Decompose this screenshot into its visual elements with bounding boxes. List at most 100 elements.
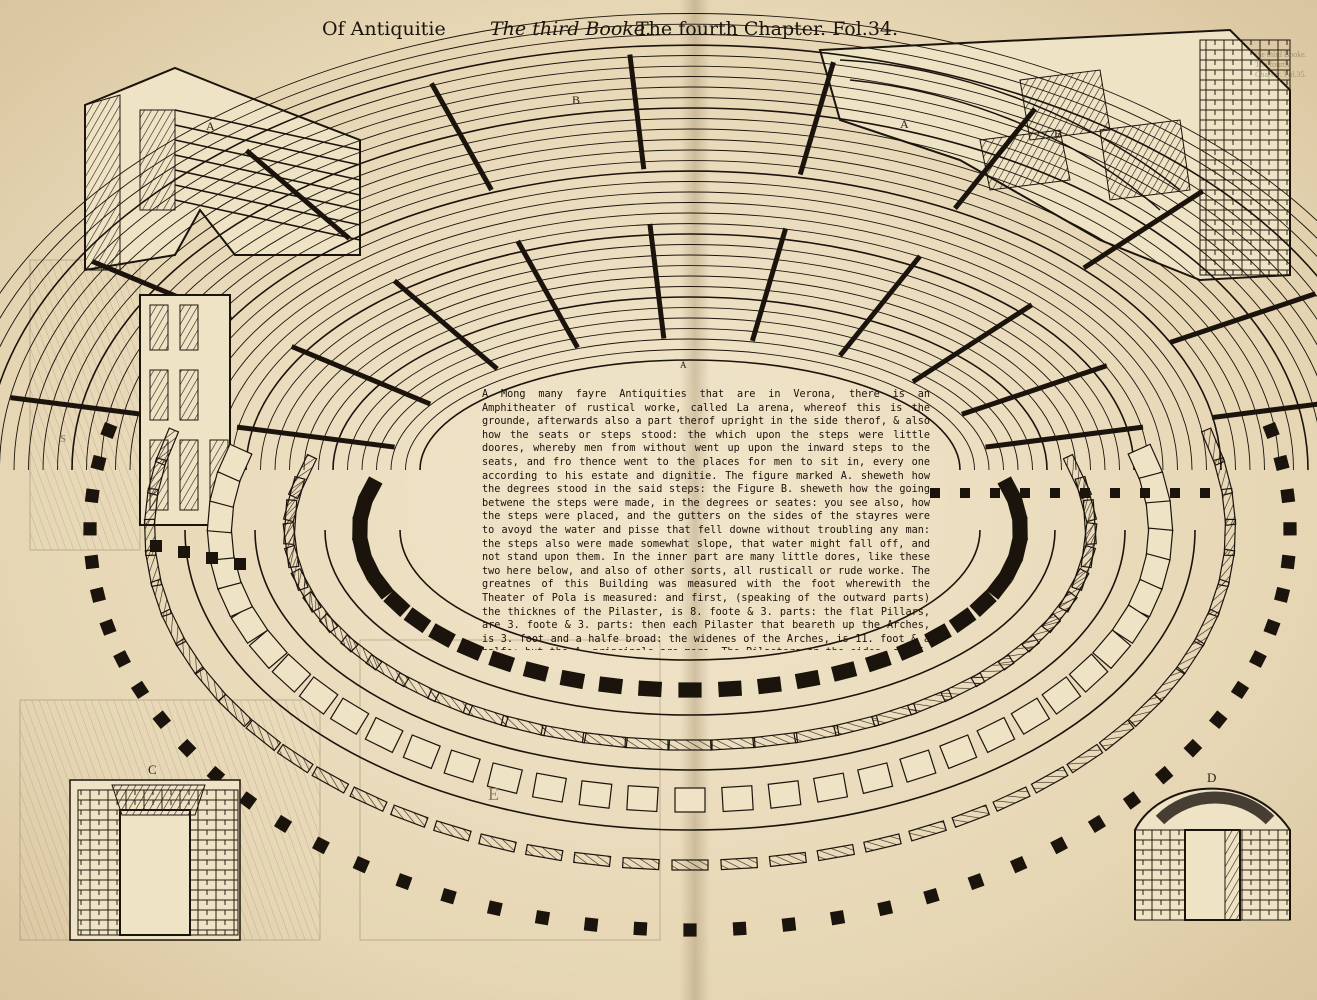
pilaster-block: [683, 923, 697, 937]
stair-stroke: [244, 148, 351, 241]
stair-stroke: [236, 424, 395, 450]
seating-arc: [260, 244, 1120, 471]
pilaster-dot: [1200, 488, 1210, 498]
seating-arc: [187, 191, 1193, 471]
pilaster-block: [1098, 719, 1135, 752]
seating-arc: [361, 317, 1019, 471]
stair-stroke: [429, 82, 494, 192]
pilaster-block: [1273, 454, 1290, 471]
door-figure-d: [1134, 787, 1291, 921]
pilaster-block: [395, 873, 413, 891]
pilaster-block: [100, 421, 118, 440]
seating-arc: [216, 212, 1164, 471]
pilaster-block: [781, 917, 797, 932]
label-a-center: A: [680, 360, 687, 370]
pilaster-block: [1091, 629, 1132, 670]
seating-arc: [419, 359, 961, 471]
pilaster-block: [1068, 653, 1109, 693]
label-e: E: [488, 784, 499, 804]
pilaster-block: [674, 787, 706, 813]
pilaster-block: [216, 443, 253, 483]
stair-stroke: [627, 54, 647, 170]
corridor-ring: [254, 529, 1126, 771]
pilaster-block: [352, 855, 370, 874]
stair-stroke: [797, 61, 836, 176]
pilaster-dot: [990, 488, 1000, 498]
seating-arc: [289, 265, 1091, 471]
pilaster-block: [524, 843, 564, 862]
pilaster-block: [624, 736, 671, 751]
pilaster-block: [383, 590, 411, 618]
pilaster-block: [1280, 488, 1296, 504]
pilaster-dot: [234, 558, 246, 570]
pilaster-dot: [150, 540, 162, 552]
pilaster-block: [403, 607, 432, 634]
seating-arc: [274, 254, 1106, 471]
pilaster-block: [90, 454, 107, 471]
seating-arc: [0, 44, 1317, 386]
pilaster-block: [329, 697, 370, 736]
pilaster-block: [1249, 650, 1267, 668]
pilaster-block: [967, 873, 985, 891]
seating-arc: [0, 55, 1317, 468]
pilaster-dot: [178, 546, 190, 558]
label-b-right: B: [1054, 127, 1062, 141]
stair-stroke: [1169, 291, 1317, 345]
seating-arc: [57, 97, 1317, 471]
pilaster-block: [389, 804, 429, 828]
pilaster-block: [992, 786, 1031, 813]
pilaster-dot: [1020, 488, 1030, 498]
pilaster-block: [583, 917, 599, 932]
label-s: S: [60, 433, 66, 445]
seating-arc: [231, 223, 1149, 471]
stair-stroke: [1211, 401, 1317, 421]
pilaster-block: [833, 714, 880, 737]
pilaster-block: [522, 661, 550, 682]
label-c: C: [148, 762, 157, 777]
pilaster-dot: [960, 488, 970, 498]
seating-arc: [376, 328, 1004, 471]
pilaster-block: [1283, 522, 1297, 536]
pilaster-block: [245, 719, 282, 752]
pilaster-block: [717, 680, 743, 698]
pilaster-block: [478, 833, 517, 853]
pilaster-block: [1208, 710, 1228, 729]
pilaster-block: [816, 843, 856, 862]
pilaster-block: [678, 682, 702, 698]
stair-stroke: [392, 278, 499, 371]
pilaster-block: [1262, 421, 1280, 440]
pilaster-block: [534, 910, 551, 926]
pilaster-block: [732, 921, 747, 936]
seating-arc: [173, 181, 1207, 471]
pilaster-block: [969, 590, 997, 618]
pilaster-block: [311, 765, 350, 794]
description-text: A Mong many fayre Antiquities that are i…: [482, 389, 930, 650]
pilaster-block: [863, 833, 902, 853]
pilaster-block: [113, 650, 131, 668]
pilaster-block: [1280, 554, 1296, 570]
stair-stroke: [1082, 188, 1205, 271]
pilaster-block: [89, 586, 106, 603]
corridor-ring: [324, 529, 1056, 716]
pilaster-block: [756, 676, 782, 695]
pilaster-dot: [1080, 488, 1090, 498]
seating-arc: [390, 338, 990, 471]
pilaster-block: [896, 637, 924, 661]
seating-arc: [0, 13, 1317, 294]
pilaster-block: [177, 738, 197, 758]
pilaster-block: [986, 571, 1013, 600]
pilaster-block: [1274, 586, 1291, 603]
pilaster-block: [768, 851, 807, 868]
pilaster-block: [671, 859, 709, 871]
pilaster-block: [248, 629, 289, 670]
label-d: D: [1207, 770, 1216, 785]
pilaster-dot: [930, 488, 940, 498]
pilaster-block: [271, 653, 312, 693]
pilaster-block: [578, 780, 613, 809]
pilaster-block: [581, 731, 629, 749]
pilaster-dot: [1140, 488, 1150, 498]
pilaster-block: [84, 488, 100, 504]
pilaster-block: [402, 734, 441, 770]
stair-stroke: [985, 424, 1144, 450]
